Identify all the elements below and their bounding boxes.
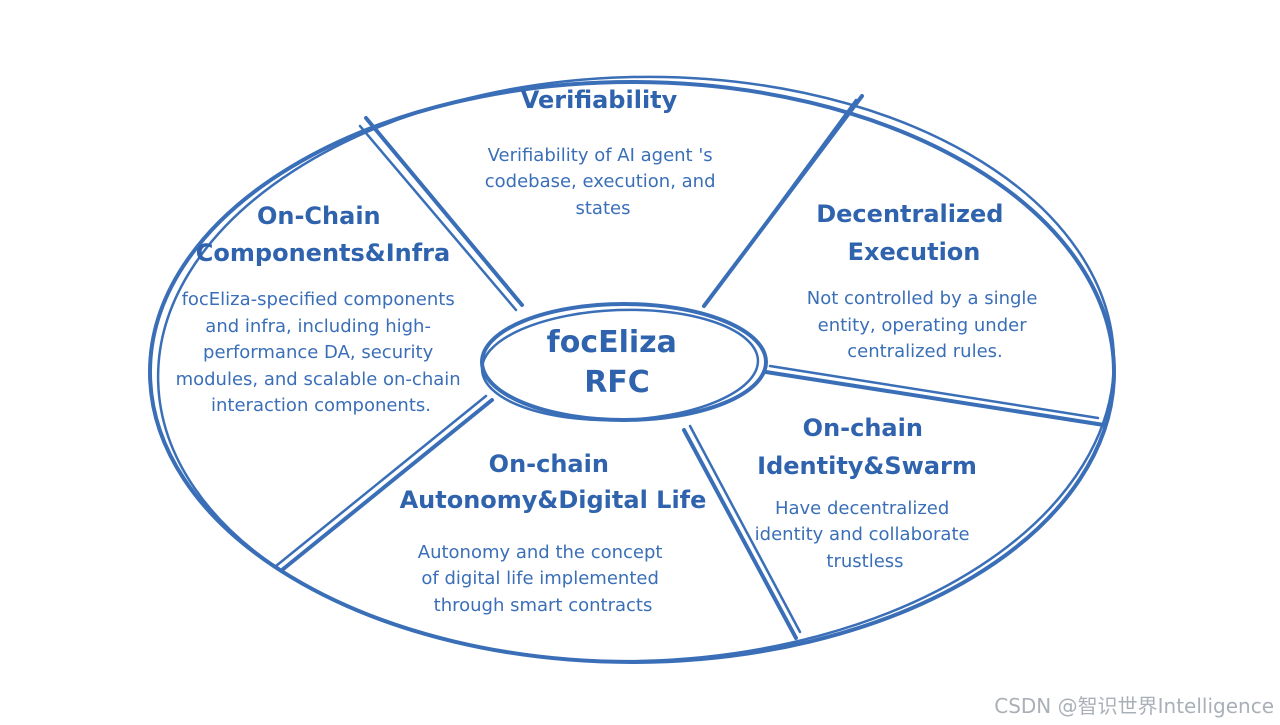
segment-description-line: focEliza-specified components (182, 289, 455, 310)
center-label-line1: focEliza (547, 325, 677, 360)
divider-top-right-sketch (710, 98, 858, 298)
segment-description-line: of digital life implemented (421, 568, 658, 589)
segment-description-line: interaction components. (211, 395, 431, 416)
segment-description-line: modules, and scalable on-chain (176, 369, 461, 390)
segment-description-line: performance DA, security (203, 342, 434, 363)
divider-top-left-sketch (358, 124, 518, 312)
segment-description-line: identity and collaborate (755, 524, 970, 545)
segment-decentralized-execution: Decentralized Execution Not controlled b… (807, 200, 1043, 362)
divider-lines (274, 94, 1106, 640)
segment-description: Verifiability of AI agent 's codebase, e… (485, 145, 722, 219)
segment-description-line: Verifiability of AI agent 's (488, 145, 713, 166)
segment-title-line: Execution (848, 238, 981, 266)
watermark-text: CSDN @智识世界Intelligence (994, 694, 1274, 718)
divider-right (764, 370, 1106, 427)
segment-identity-swarm: On-chain Identity&Swarm Have decentraliz… (755, 414, 977, 572)
segment-title: On-chain Autonomy&Digital Life (400, 450, 707, 514)
divider-bottom-left-sketch (274, 394, 488, 568)
segment-title: Verifiability (521, 86, 678, 114)
segment-description-line: codebase, execution, and (485, 171, 716, 192)
center-label: focEliza RFC (547, 325, 688, 400)
segment-description-line: entity, operating under (818, 315, 1028, 336)
segment-description-line: trustless (826, 551, 903, 572)
segment-description-line: Have decentralized (775, 498, 949, 519)
divider-bottom-left (280, 398, 494, 572)
segment-description-line: and infra, including high- (205, 316, 431, 337)
segment-title-line: Verifiability (521, 86, 678, 114)
divider-top-left (364, 116, 524, 307)
center-ellipse (480, 302, 768, 422)
segment-title-line: On-Chain (257, 202, 381, 230)
segment-title-line: Components&Infra (196, 239, 450, 267)
segment-autonomy-digital-life: On-chain Autonomy&Digital Life Autonomy … (400, 450, 707, 616)
center-ellipse-sketch (480, 308, 760, 422)
segment-title-line: On-chain (803, 414, 923, 442)
segment-description: Not controlled by a single entity, opera… (807, 288, 1043, 362)
segment-description-line: centralized rules. (847, 341, 1003, 362)
segment-description: focEliza-specified components and infra,… (176, 289, 467, 416)
segment-description: Have decentralized identity and collabor… (755, 498, 976, 572)
divider-bottom-right (682, 428, 798, 640)
segment-title-line: On-chain (489, 450, 609, 478)
segment-verifiability: Verifiability Verifiability of AI agent … (485, 86, 722, 219)
segment-description-line: through smart contracts (434, 595, 653, 616)
outer-ellipse-sketch (156, 75, 1116, 663)
center-label-line2: RFC (584, 365, 650, 400)
segment-title-line: Decentralized (816, 200, 1003, 228)
segment-title: On-chain Identity&Swarm (757, 414, 977, 480)
segment-title-line: Autonomy&Digital Life (400, 486, 707, 514)
segment-title: On-Chain Components&Infra (196, 202, 450, 267)
segment-description-line: Not controlled by a single (807, 288, 1038, 309)
segment-components-infra: On-Chain Components&Infra focEliza-speci… (176, 202, 467, 416)
segment-description-line: Autonomy and the concept (418, 542, 663, 563)
divider-bottom-right-sketch (688, 424, 802, 634)
segment-title: Decentralized Execution (816, 200, 1012, 266)
segment-title-line: Identity&Swarm (757, 452, 977, 480)
segment-description-line: states (576, 198, 631, 219)
segment-description: Autonomy and the concept of digital life… (418, 542, 668, 616)
divider-right-sketch (768, 364, 1100, 420)
